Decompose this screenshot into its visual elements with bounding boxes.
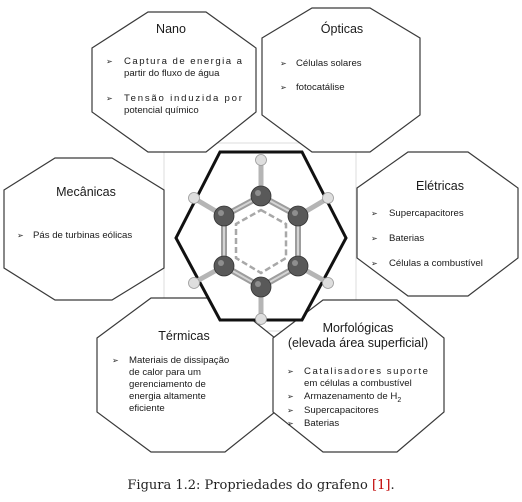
caption-text: Figura 1.2: Propriedades do grafeno [127, 478, 373, 493]
bullet-icon: ➢ [112, 356, 119, 365]
morfologicas-item-1-line-2: em células a combustível [304, 378, 412, 389]
bullet-icon: ➢ [280, 59, 287, 68]
hex-opticas [261, 7, 421, 153]
caption-reference-link[interactable]: [1] [372, 478, 391, 493]
opticas-title: Ópticas [321, 21, 363, 36]
bullet-icon: ➢ [106, 57, 113, 66]
bullet-icon: ➢ [287, 419, 294, 428]
morfologicas-item-1-line-1: Catalisadores suporte [304, 366, 428, 377]
hex-mecanicas [3, 157, 165, 301]
figure-caption: Figura 1.2: Propriedades do grafeno [1]. [0, 478, 522, 493]
termicas-item-line-4: energia altamente [129, 391, 206, 402]
eletricas-item-1: Supercapacitores [389, 208, 464, 219]
nano-item-2-line-2: potencial químico [124, 105, 199, 116]
termicas-title: Térmicas [158, 329, 209, 343]
termicas-item-line-2: de calor para um [129, 367, 201, 378]
molecule-illustration [188, 154, 334, 325]
bullet-icon: ➢ [371, 259, 378, 268]
hex-eletricas [356, 151, 519, 297]
morfologicas-item-2: Armazenamento de H2 [304, 391, 401, 404]
termicas-item-line-3: gerenciamento de [129, 379, 206, 390]
opticas-item-2: fotocatálise [296, 82, 345, 93]
nano-item-1-line-2: partir do fluxo de água [124, 68, 220, 79]
bullet-icon: ➢ [371, 234, 378, 243]
eletricas-item-3: Células a combustível [389, 258, 483, 269]
opticas-item-1: Células solares [296, 58, 362, 69]
bullet-icon: ➢ [287, 406, 294, 415]
eletricas-item-2: Baterias [389, 233, 424, 244]
morfologicas-title: Morfológicas [323, 321, 394, 335]
morfologicas-item-4: Baterias [304, 418, 339, 429]
caption-period: . [390, 478, 395, 493]
nano-item-1-line-1: Captura de energia a [124, 56, 243, 67]
eletricas-title: Elétricas [416, 179, 464, 193]
mecanicas-item-1: Pás de turbinas eólicas [33, 230, 132, 241]
morfologicas-subtitle: (elevada área superficial) [288, 336, 428, 350]
bullet-icon: ➢ [280, 83, 287, 92]
nano-item-2-line-1: Tensão induzida por [124, 93, 243, 104]
bullet-icon: ➢ [106, 94, 113, 103]
bullet-icon: ➢ [287, 392, 294, 401]
bullet-icon: ➢ [287, 367, 294, 376]
morfologicas-item-3: Supercapacitores [304, 405, 379, 416]
termicas-item-line-5: eficiente [129, 403, 165, 414]
mecanicas-title: Mecânicas [56, 185, 116, 199]
bullet-icon: ➢ [371, 209, 378, 218]
bullet-icon: ➢ [17, 231, 24, 240]
termicas-item-line-1: Materiais de dissipação [129, 355, 229, 366]
hex-nano [91, 11, 257, 153]
hex-morfologicas [272, 299, 445, 453]
hex-center [174, 150, 348, 322]
nano-title: Nano [156, 22, 186, 36]
